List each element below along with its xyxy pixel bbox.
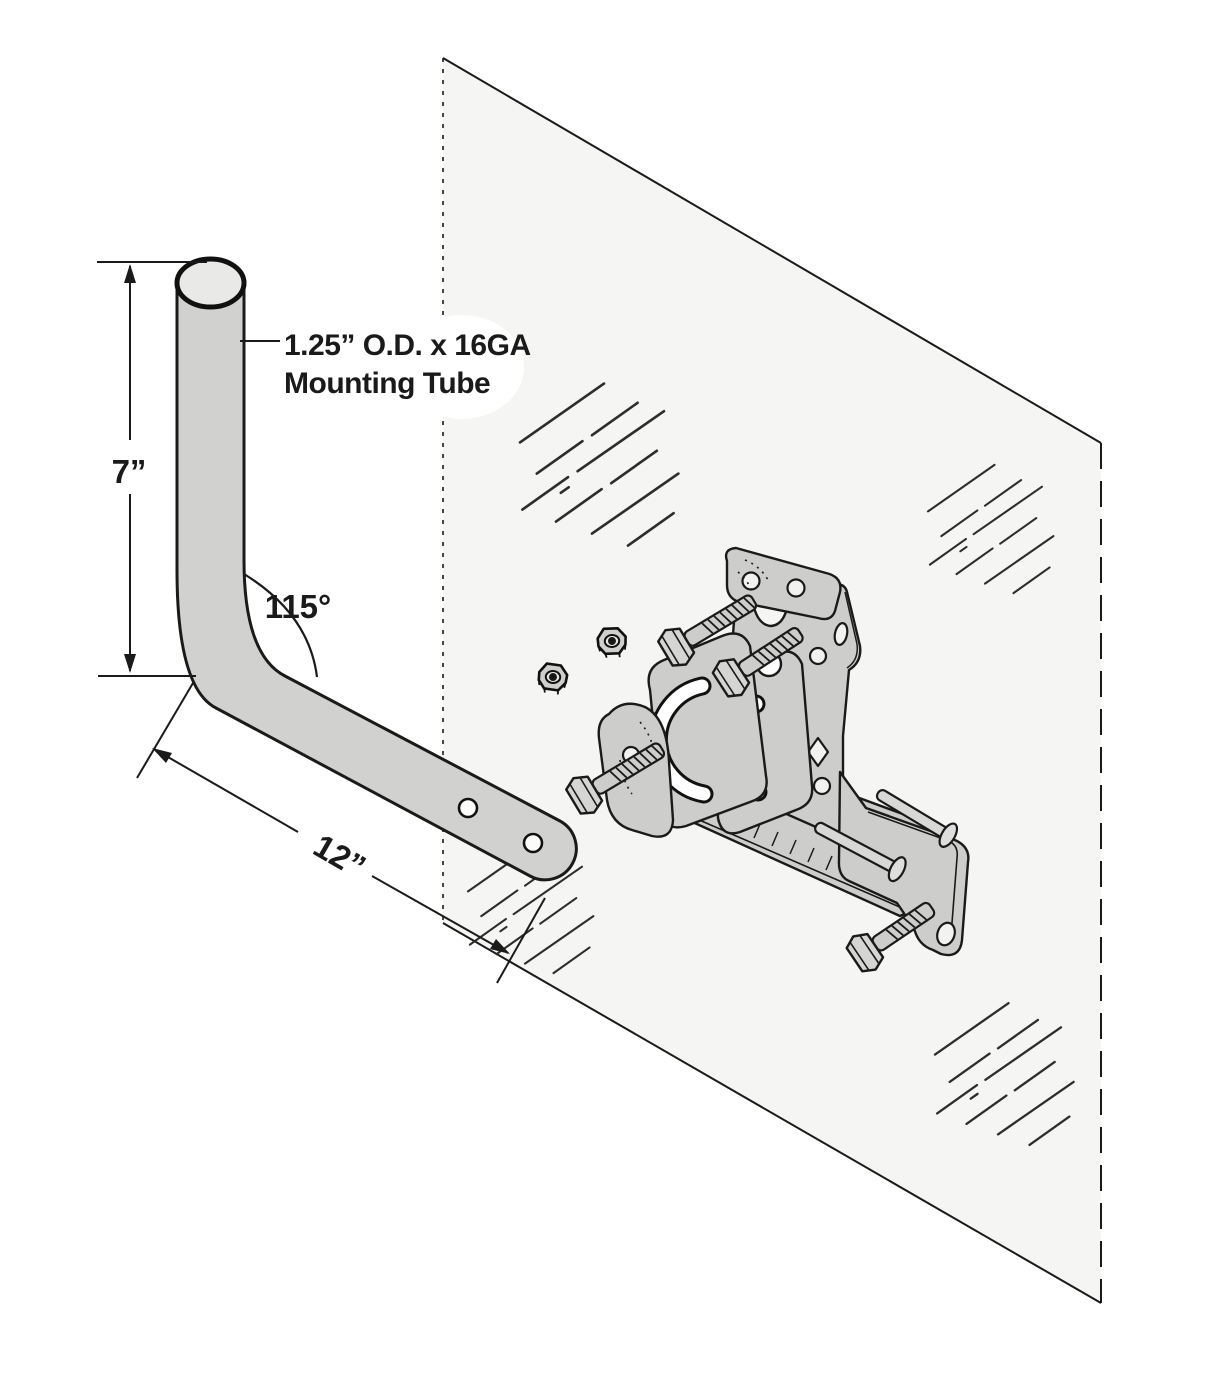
tube-label-line1: 1.25” O.D. x 16GA xyxy=(284,329,531,362)
angle-arc xyxy=(243,573,319,678)
panel-top-edge xyxy=(442,57,1102,444)
dimension-lines xyxy=(97,261,546,984)
tube-arm-hole-1 xyxy=(457,797,479,819)
pin-upper xyxy=(875,789,959,848)
bracket-assembly xyxy=(536,546,970,973)
tube-label-line2: Mounting Tube xyxy=(284,367,490,400)
top-tab-hole-right xyxy=(786,578,806,598)
hex-bolt-1 xyxy=(657,594,758,667)
hex-bolt-4 xyxy=(845,901,936,973)
panel-bottom-edge xyxy=(442,922,1102,1304)
label-halo xyxy=(400,315,524,419)
dim-12-group xyxy=(136,682,546,984)
top-tab-hole-left xyxy=(741,571,761,591)
back-plate-thickness-line xyxy=(844,591,859,669)
pin-lower xyxy=(814,821,907,883)
tube-top-opening xyxy=(174,256,247,310)
back-plate-slot-hole xyxy=(833,622,849,646)
dim-12-label: 12” xyxy=(307,827,372,886)
top-tab-stipple xyxy=(737,559,769,593)
foot-hole xyxy=(936,921,956,947)
dim-7-group xyxy=(97,261,207,677)
back-plate-hole-lower xyxy=(812,776,832,796)
tube-arm-hole-2 xyxy=(522,832,544,854)
hex-bolt-2 xyxy=(711,627,804,698)
back-plate-hole-upper xyxy=(808,646,828,666)
dim-7-label: 7” xyxy=(112,453,147,490)
back-plate-diamond-hole xyxy=(806,736,830,768)
mounting-tube xyxy=(174,256,578,882)
angle-label: 115° xyxy=(265,588,331,625)
hex-bolt-3 xyxy=(565,742,666,815)
tube-body xyxy=(175,281,578,882)
